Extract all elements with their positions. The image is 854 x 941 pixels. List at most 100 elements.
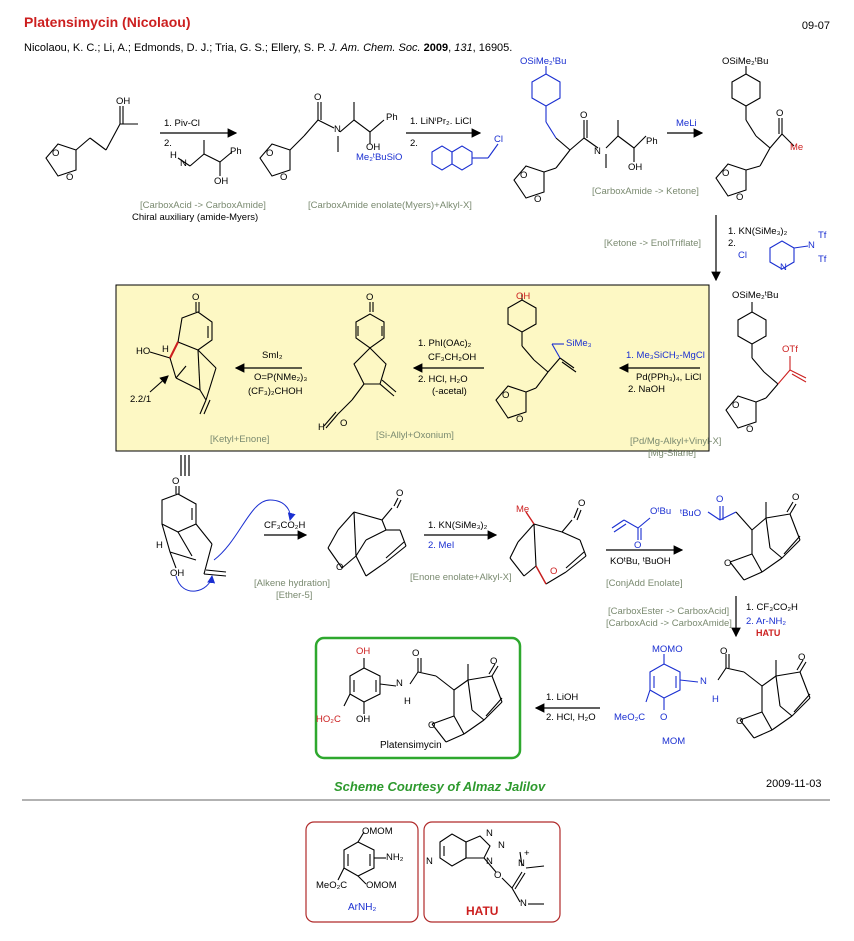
citation-volume: 131 xyxy=(454,42,473,54)
atom-oh: OH xyxy=(356,646,371,657)
s5-reagent2: Pd(PPh₃)₄, LiCl xyxy=(636,372,702,383)
compound-11-red-bonds xyxy=(525,511,547,585)
s12-reagent2: 2. HCl, H₂O xyxy=(546,712,596,723)
atom-o: O xyxy=(336,562,344,573)
atom-omom: OMOM xyxy=(362,826,393,837)
atom-o: O xyxy=(792,492,800,503)
s6-reagent4: (-acetal) xyxy=(432,386,467,397)
highlight-box xyxy=(115,284,710,452)
citation: Nicolaou, K. C.; Li, A.; Edmonds, D. J.;… xyxy=(24,42,513,54)
atom-plus: + xyxy=(524,848,530,859)
tbs-ether-label: OSiMe₂ᵗBu xyxy=(520,56,567,67)
atom-tf: Tf xyxy=(818,254,827,265)
arnh2-box xyxy=(305,821,419,923)
s2-tag: [CarboxAmide enolate(Myers)+Alkyl-X] xyxy=(308,200,472,211)
s10-reagent: KOᵗBu, ᵗBuOH xyxy=(610,556,671,567)
compound-3-core xyxy=(513,120,647,199)
atom-n: N xyxy=(396,678,403,689)
atom-obu: OᵗBu xyxy=(650,506,672,517)
atom-o: O xyxy=(578,498,586,509)
compound-4-ketone xyxy=(715,66,795,197)
atom-o: O xyxy=(722,168,730,179)
s9-reagent1: 1. KN(SiMe₃)₂ xyxy=(428,520,488,531)
benzyl-chloride-reagent xyxy=(431,143,499,171)
hatu-box xyxy=(423,821,561,923)
atom-me: Me xyxy=(516,504,530,515)
s12-reagent1: 1. LiOH xyxy=(546,692,579,703)
atom-o: O xyxy=(724,558,732,569)
atom-cl: Cl xyxy=(494,134,503,145)
compound-5-vinyl xyxy=(777,356,807,385)
atom-o: O xyxy=(280,172,288,183)
atom-o: O xyxy=(428,720,436,731)
atom-o: O xyxy=(720,646,728,657)
platensimycin-structure xyxy=(343,658,503,743)
atom-h: H xyxy=(404,696,411,707)
scheme-date: 2009-11-03 xyxy=(766,778,822,790)
atom-n: N xyxy=(426,856,433,867)
compound-8-tricycle xyxy=(149,302,217,415)
pseudoephedrine-auxiliary xyxy=(177,140,233,176)
atom-o: O xyxy=(732,400,740,411)
atom-o: O xyxy=(520,170,528,181)
silyl-ether-label: Me₂ᵗBuSiO xyxy=(356,152,403,163)
compound-10-ether xyxy=(327,497,407,577)
atom-me: Me xyxy=(790,142,804,153)
reaction-arrows xyxy=(160,128,741,713)
atom-o: O xyxy=(52,148,60,159)
atom-o: O xyxy=(736,716,744,727)
atom-ph: Ph xyxy=(230,146,242,157)
atom-o: O xyxy=(366,292,374,303)
atom-n: N xyxy=(518,858,525,869)
atom-h: H xyxy=(156,540,163,551)
legend-hatu: HATU xyxy=(466,904,499,918)
s1-tag: [CarboxAcid -> CarboxAmide] xyxy=(140,200,266,211)
citation-authors: Nicolaou, K. C.; Li, A.; Edmonds, D. J.;… xyxy=(24,42,330,54)
atom-o: O xyxy=(172,476,180,487)
atom-o: O xyxy=(340,418,348,429)
atom-ph: Ph xyxy=(386,112,398,123)
compound-3-aryl xyxy=(531,66,561,139)
atom-o: O xyxy=(412,648,420,659)
atom-o: O xyxy=(516,414,524,425)
atom-o: O xyxy=(580,110,588,121)
s11-reagent2: 2. Ar-NH₂ xyxy=(746,616,787,627)
citation-pages: , 16905. xyxy=(472,42,513,54)
product-box xyxy=(314,636,522,760)
atom-h: H xyxy=(170,150,177,161)
atom-tf: Tf xyxy=(818,230,827,241)
s1-reagent1: 1. Piv-Cl xyxy=(164,118,200,129)
s7-reagent3: (CF₃)₂CHOH xyxy=(248,386,303,397)
s8-reagent: CF₃CO₂H xyxy=(264,520,306,531)
s4-tag: [Ketone -> EnolTriflate] xyxy=(604,238,702,249)
atom-o: O xyxy=(490,656,498,667)
atom-oh: OH xyxy=(628,162,643,173)
compound-7-spirodienone xyxy=(323,302,397,429)
arnh2-structure xyxy=(337,831,386,885)
compound-11-methyl xyxy=(509,507,587,585)
atom-h: H xyxy=(318,422,325,433)
atom-oh: OH xyxy=(116,96,131,107)
compound-12-core xyxy=(729,501,801,581)
s11-reagent1: 1. CF₃CO₂H xyxy=(746,602,798,613)
atom-oh: OH xyxy=(366,142,381,153)
compound-6-silyl xyxy=(551,343,564,359)
compound-5-triflate xyxy=(725,302,779,429)
atom-o: O xyxy=(746,424,754,435)
atom-o: O xyxy=(396,488,404,499)
atom-o: O xyxy=(634,540,642,551)
s3-reagent: MeLi xyxy=(676,118,697,129)
atom-o: O xyxy=(314,92,322,103)
s6-reagent1: 1. PhI(OAc)₂ xyxy=(418,338,472,349)
atom-n: N xyxy=(594,146,601,157)
atom-nh2: NH₂ xyxy=(386,852,404,863)
atom-o: O xyxy=(502,390,510,401)
atom-n: N xyxy=(808,240,815,251)
atom-meo2c: MeO₂C xyxy=(614,712,646,723)
atom-omom: OMOM xyxy=(366,880,397,891)
scheme-code: 09-07 xyxy=(801,20,830,32)
atom-n: N xyxy=(486,828,493,839)
atom-meo2c: MeO₂C xyxy=(316,880,348,891)
s7-tag: [Ketyl+Enone] xyxy=(210,434,270,445)
